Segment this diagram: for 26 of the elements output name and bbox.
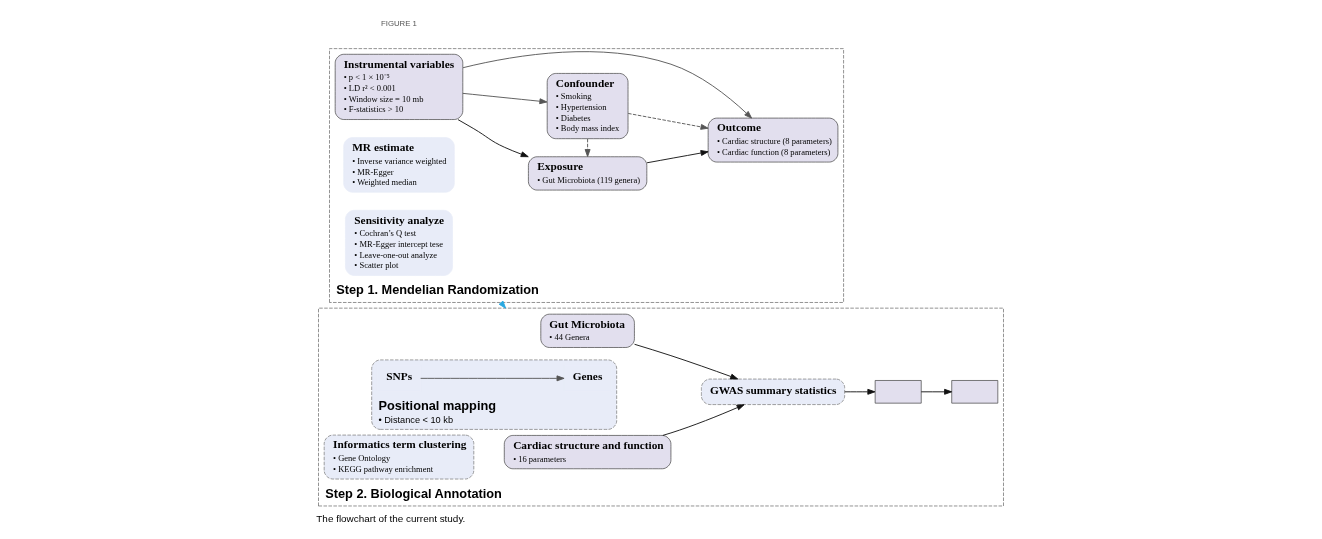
node-text: Genes <box>572 370 603 383</box>
node-box: Instrumental variables • p < 1 × 10⁻⁵ • LD r² < 0.001 • Window size = 10 mb • F-statistics > 10 <box>334 53 464 120</box>
arrow <box>627 113 709 130</box>
node-box: Informatics term clustering • Gene Ontology • KEGG pathway enrichment <box>323 434 475 480</box>
node-box: Cardiac structure and function • 16 parameters <box>503 435 672 470</box>
node-box: Gut Microbiota • 44 Genera <box>540 313 635 348</box>
arrow <box>457 119 529 158</box>
label: FIGURE 1 <box>381 18 417 28</box>
arrow <box>920 388 953 395</box>
node-box <box>874 380 922 404</box>
node-box: Confounder • Smoking • Hypertension • Diabetes • Body mass index <box>546 73 629 140</box>
arrow <box>420 375 565 382</box>
node-text: SNPs <box>386 370 413 383</box>
arrow <box>844 388 876 395</box>
arrow <box>462 51 753 119</box>
arrow <box>662 404 745 436</box>
node-box: Outcome • Cardiac structure (8 parameters) • Cardiac function (8 parameters) <box>707 117 839 163</box>
node-box: MR estimate • Inverse variance weighted • MR-Egger • Weighted median <box>343 137 455 193</box>
node-box: GWAS summary statistics <box>701 378 845 405</box>
arrow <box>634 343 739 380</box>
node-box <box>951 380 999 404</box>
caption: The flowchart of the current study. <box>316 513 466 525</box>
node-box: Exposure • Gut Microbiota (119 genera) <box>528 156 648 191</box>
arrow <box>646 150 709 164</box>
arrow <box>462 92 548 105</box>
arrow <box>584 138 591 158</box>
